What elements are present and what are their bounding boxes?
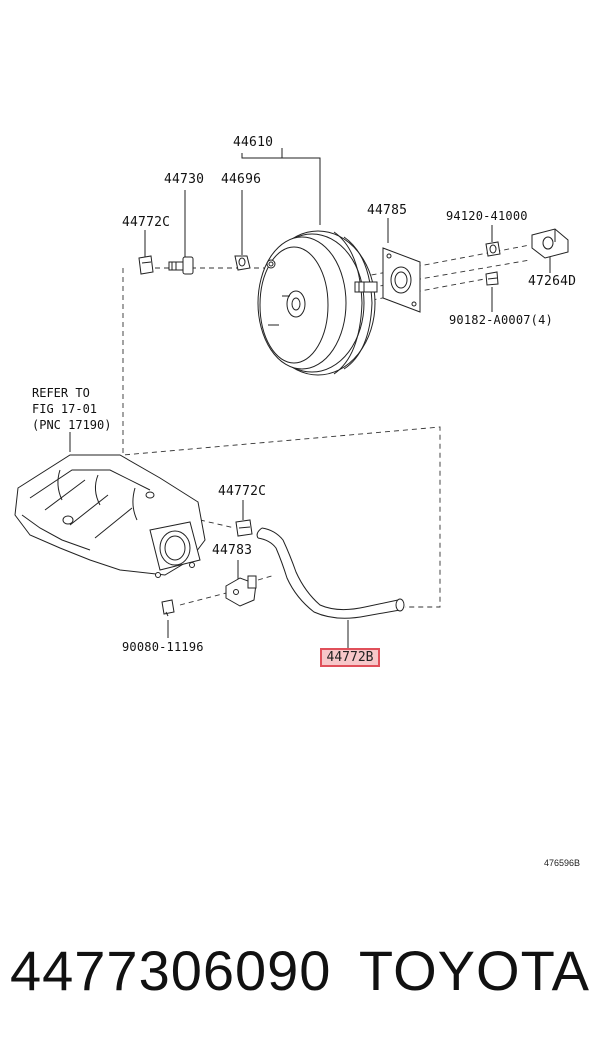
vacuum-hose-44772b — [256, 527, 405, 619]
label-44610[interactable]: 44610 — [233, 135, 274, 150]
figure-id: 476596B — [544, 858, 581, 868]
label-44772b-highlighted[interactable]: 44772B — [320, 648, 380, 667]
refer-note-line-3: (PNC 17190) — [32, 418, 112, 432]
gasket-44785 — [382, 247, 421, 313]
label-44772c-mid[interactable]: 44772C — [218, 484, 267, 499]
brake-booster-44610 — [257, 230, 378, 376]
clip-44772c-mid — [235, 519, 253, 537]
label-94120-41000[interactable]: 94120-41000 — [446, 209, 528, 223]
gasket-44696 — [234, 255, 251, 271]
clevis-47264d — [531, 228, 569, 259]
label-44730[interactable]: 44730 — [164, 172, 205, 187]
nut-94120 — [485, 241, 501, 257]
exploded-parts-diagram — [14, 148, 569, 648]
bracket-44783 — [225, 575, 257, 607]
label-44696[interactable]: 44696 — [221, 172, 262, 187]
label-44772c-top[interactable]: 44772C — [122, 215, 171, 230]
footer-part-number: 4477306090 — [10, 939, 332, 1002]
footer: 4477306090 TOYOTA — [10, 935, 590, 1007]
label-90080-11196[interactable]: 90080-11196 — [122, 640, 204, 654]
nut-90182 — [485, 271, 499, 286]
label-90182-a0007[interactable]: 90182-A0007(4) — [449, 313, 553, 327]
bolt-90080 — [161, 599, 175, 617]
refer-note: REFER TO FIG 17-01 (PNC 17190) — [32, 385, 111, 433]
union-44730 — [168, 256, 194, 275]
label-44785[interactable]: 44785 — [367, 203, 408, 218]
clip-44772c-top — [138, 255, 154, 275]
intake-manifold — [14, 454, 206, 578]
label-44783[interactable]: 44783 — [212, 543, 253, 558]
refer-note-line-2: FIG 17-01 — [32, 402, 98, 416]
label-47264d[interactable]: 47264D — [528, 274, 577, 289]
refer-note-line-1: REFER TO — [32, 386, 90, 400]
footer-brand: TOYOTA — [358, 939, 590, 1002]
